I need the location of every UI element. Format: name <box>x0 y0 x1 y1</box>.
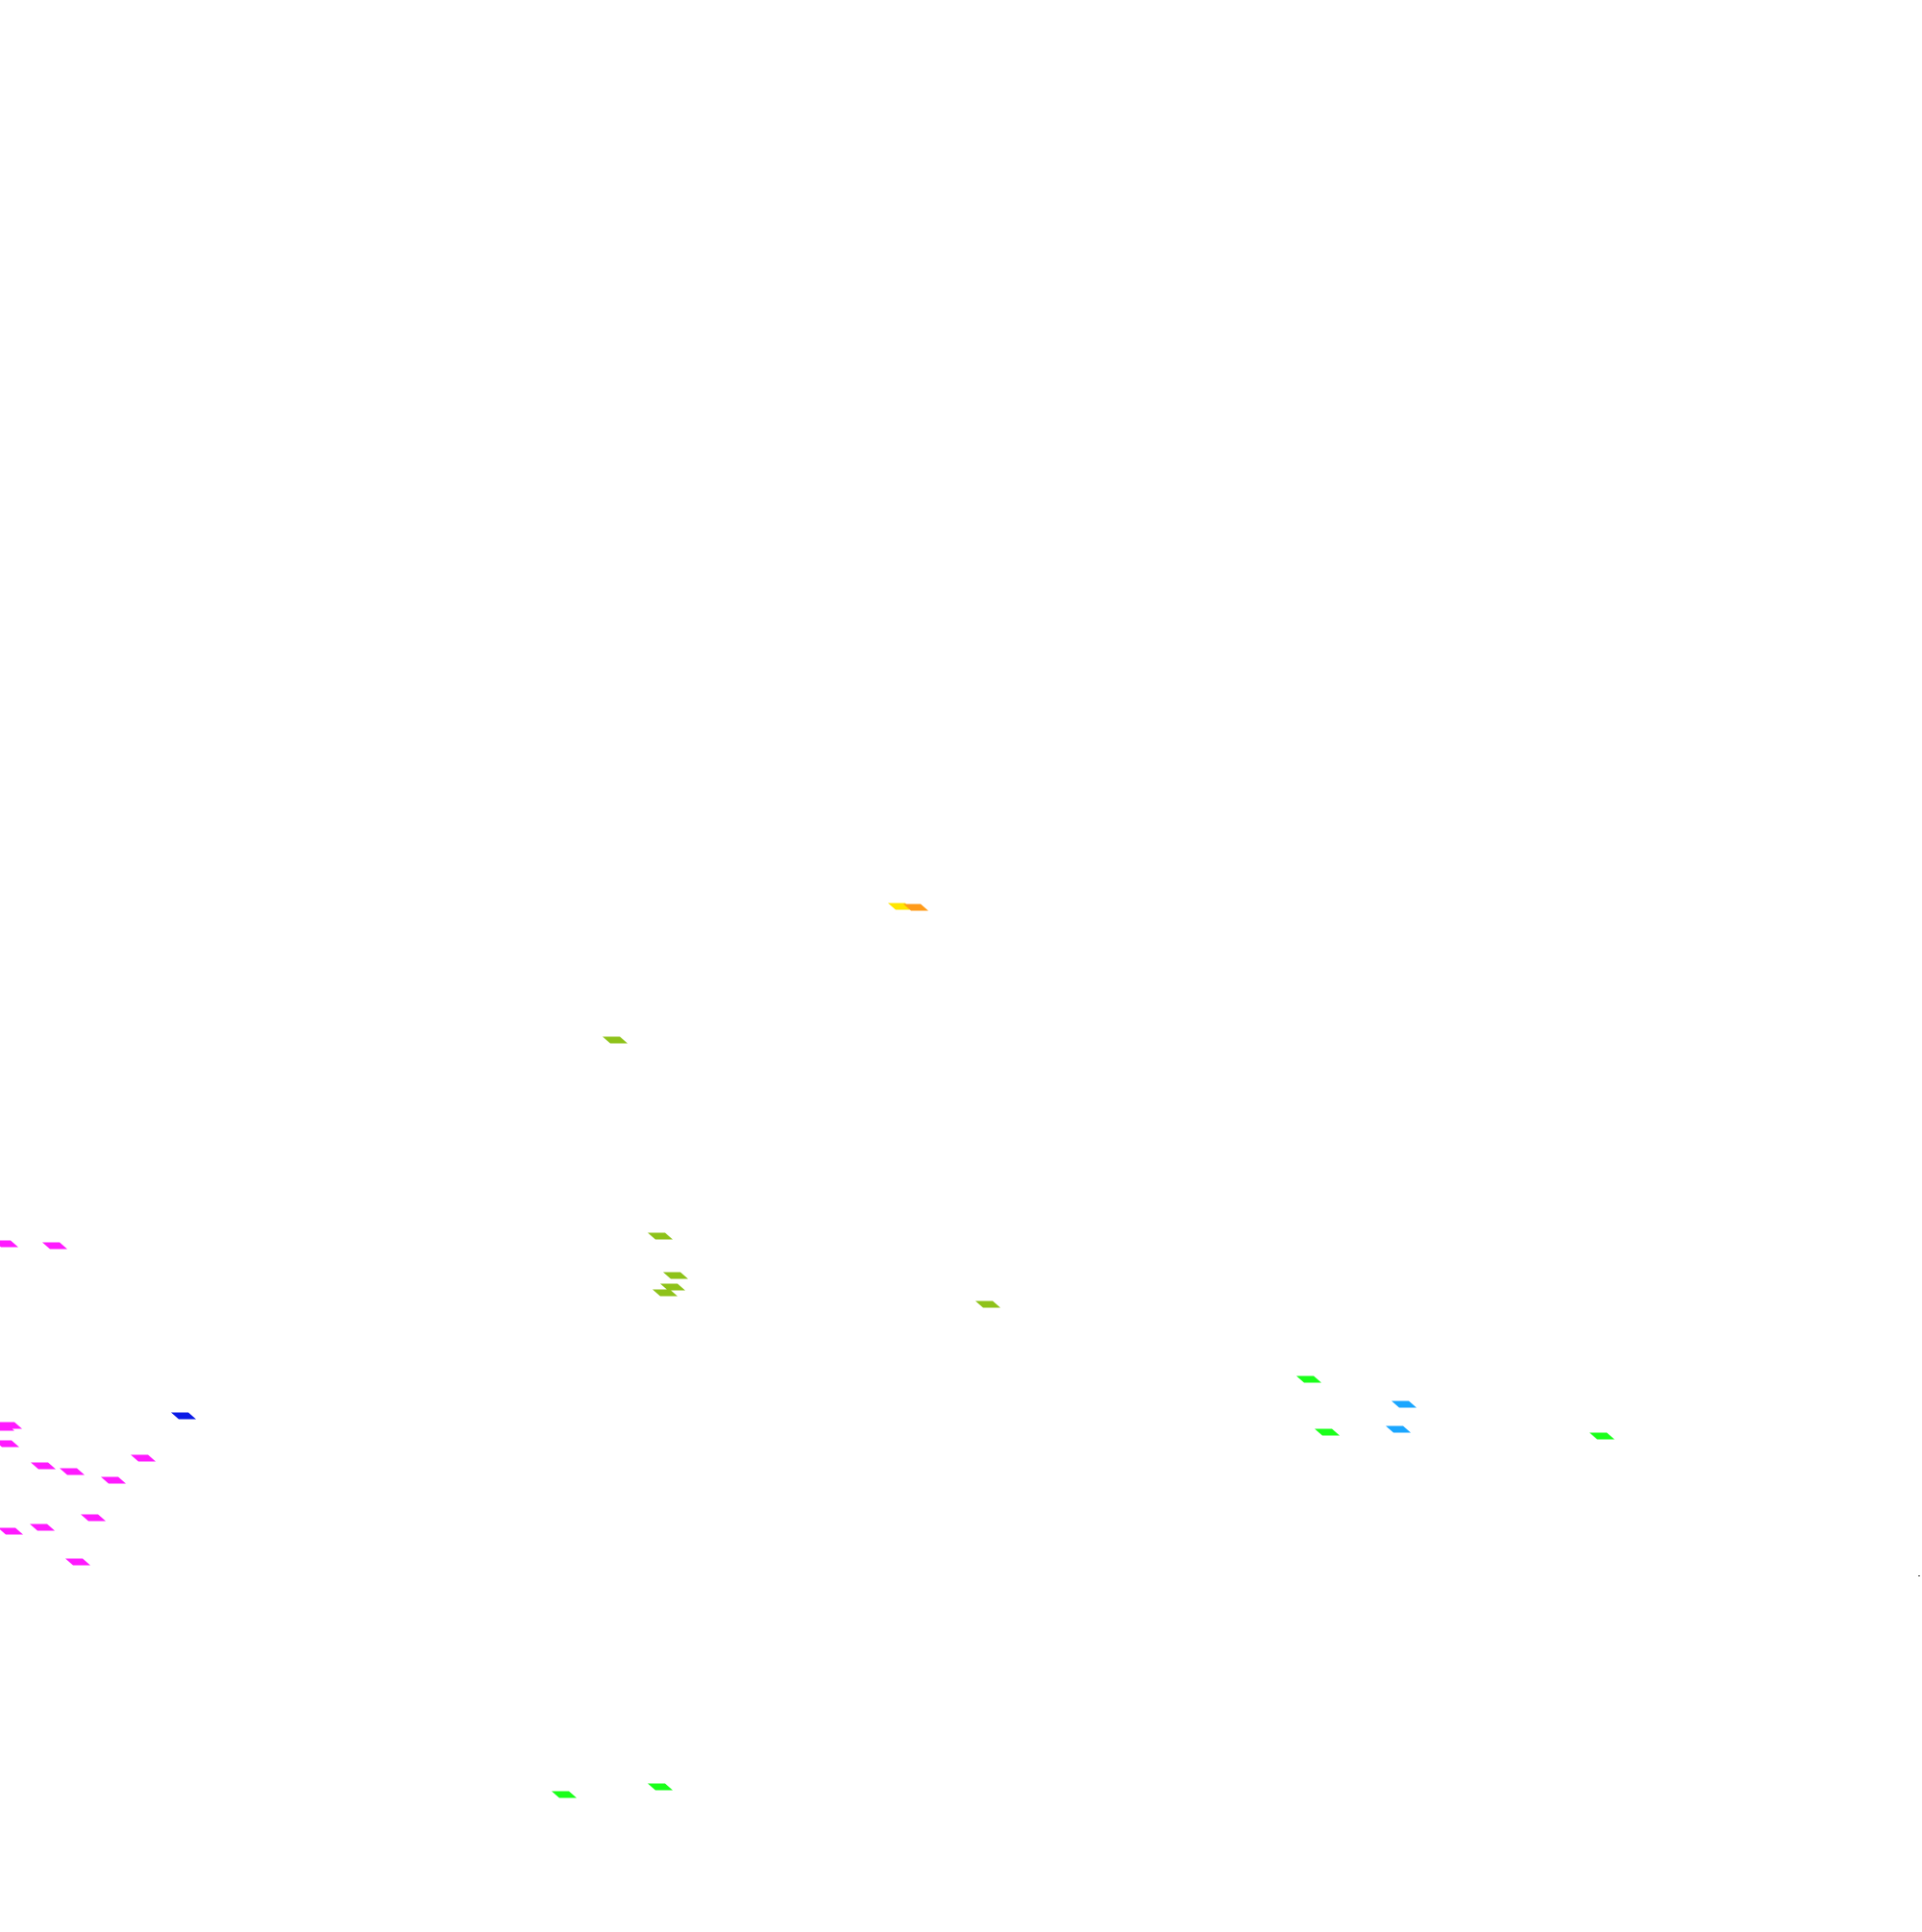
marker-green-4 <box>648 1783 673 1791</box>
marker-magenta-1 <box>42 1242 67 1250</box>
marker-sky-1 <box>1386 1425 1411 1433</box>
marker-magenta-12 <box>0 1424 14 1431</box>
marker-olive-4 <box>653 1289 678 1297</box>
marker-magenta-9 <box>30 1523 55 1531</box>
marker-orange-0 <box>903 904 928 911</box>
marker-olive-3 <box>660 1283 685 1291</box>
marker-blue-0 <box>171 1412 196 1420</box>
marker-magenta-4 <box>31 1462 56 1470</box>
marker-olive-1 <box>648 1232 673 1240</box>
marker-sky-0 <box>1392 1400 1417 1408</box>
marker-green-0 <box>1296 1375 1321 1383</box>
marker-layer <box>0 903 1920 1798</box>
marker-green-3 <box>552 1791 577 1798</box>
marker-olive-0 <box>603 1036 628 1044</box>
marker-dark-0 <box>1918 1575 1920 1576</box>
marker-magenta-8 <box>81 1514 106 1522</box>
marker-green-1 <box>1315 1428 1340 1436</box>
marker-magenta-5 <box>60 1468 85 1475</box>
marker-magenta-11 <box>65 1558 90 1566</box>
marker-olive-2 <box>663 1272 688 1279</box>
marker-green-2 <box>1589 1432 1614 1440</box>
marker-magenta-0 <box>0 1240 18 1248</box>
marker-olive-5 <box>975 1300 1000 1308</box>
marker-magenta-3 <box>0 1440 19 1448</box>
marker-magenta-7 <box>131 1454 156 1462</box>
marker-magenta-6 <box>101 1476 126 1484</box>
marker-magenta-10 <box>0 1527 23 1535</box>
